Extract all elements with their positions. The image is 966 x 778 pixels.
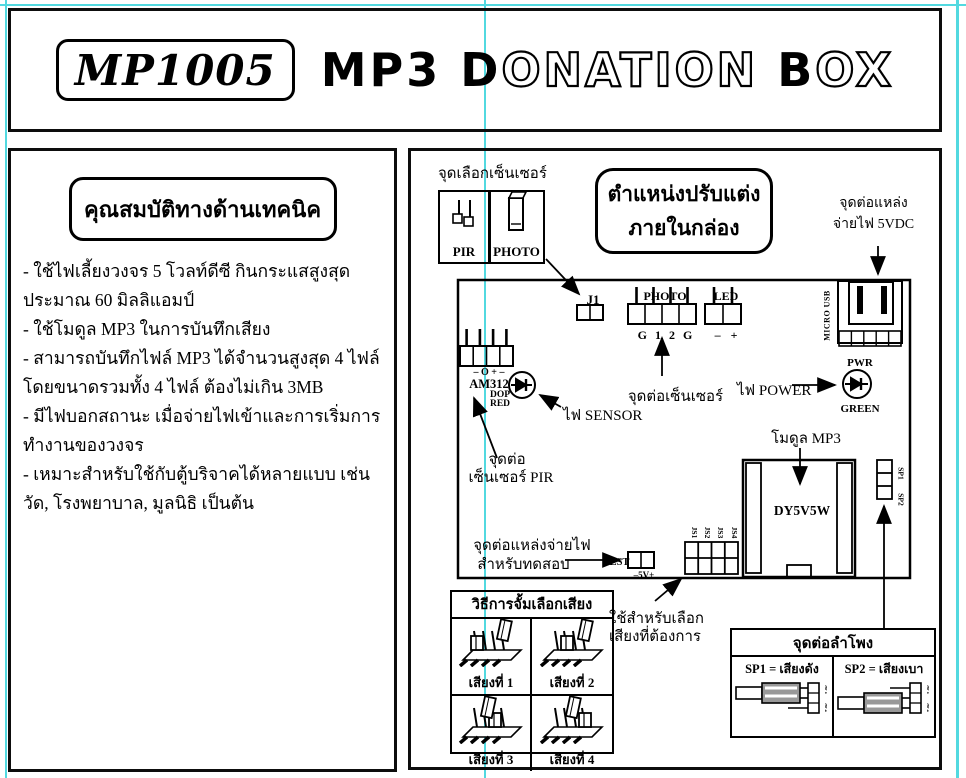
test-power-label-line2: สำหรับทดสอบ bbox=[477, 557, 570, 573]
micro-usb-label: MICRO USB bbox=[822, 290, 832, 341]
sp2-label: SP2 bbox=[896, 493, 906, 506]
green-label: GREEN bbox=[840, 403, 880, 415]
j1-label: J1 bbox=[586, 292, 600, 307]
power-led bbox=[842, 369, 872, 399]
photo-jumper-icon bbox=[507, 191, 528, 231]
js4-label: JS4 bbox=[730, 526, 739, 539]
jumper-art-2 bbox=[536, 618, 608, 672]
led-pin-labels: – + bbox=[714, 328, 738, 342]
js-select-label-line1: ใช้สำหรับเลือก bbox=[609, 611, 704, 627]
led-header-connector bbox=[704, 287, 742, 325]
guide-line-left bbox=[5, 0, 7, 778]
module-name: DY5V5W bbox=[773, 503, 831, 518]
sensor-conn-label: จุดต่อเซ็นเซอร์ bbox=[627, 389, 724, 405]
am312-label: AM312 bbox=[469, 377, 509, 391]
svg-text:SP1: SP1 bbox=[823, 685, 827, 694]
diagram-graphics bbox=[452, 191, 912, 628]
pir-conn-label-line2: เซ็นเซอร์ PIR bbox=[468, 470, 554, 486]
spec-item: - มีไฟบอกสถานะ เมื่อจ่ายไฟเข้าและการเริ่… bbox=[23, 406, 381, 455]
j1-connector bbox=[576, 304, 604, 321]
led-header-label: LED bbox=[713, 289, 739, 303]
test-power-label-line1: จุดต่อแหล่งจ่ายไฟ bbox=[473, 538, 591, 554]
am312-pin-labels: – O + – bbox=[473, 367, 505, 378]
mp3-module-label: โมดูล MP3 bbox=[771, 431, 841, 447]
jumper-art-1 bbox=[455, 618, 527, 672]
page-title: MP3 DONATION BOX bbox=[320, 42, 895, 98]
js-grid bbox=[684, 541, 739, 575]
guide-line-top bbox=[0, 4, 966, 6]
pir-option-label: PIR bbox=[452, 244, 476, 259]
sensor-led-label: ไฟ SENSOR bbox=[563, 408, 643, 424]
power-5vdc-label: จุดต่อแหล่ง จ่ายไฟ 5VDC bbox=[832, 196, 915, 232]
js2-label: JS2 bbox=[703, 526, 712, 539]
svg-text:SP2: SP2 bbox=[925, 703, 929, 712]
test-pin-labels: –5V+ bbox=[633, 570, 655, 580]
test-label: TEST bbox=[602, 557, 630, 568]
spec-item: - เหมาะสำหรับใช้กับตู้บริจาคได้หลายแบบ เ… bbox=[23, 464, 371, 513]
specs-list: - ใช้ไฟเลี้ยงวงจร 5 โวลท์ดีซี กินกระแสสู… bbox=[23, 257, 384, 518]
sp-connector bbox=[876, 459, 893, 500]
jumper-grid: เสียงที่ 1 เสียงที่ 2 เสียงที่ 3 เสียงที… bbox=[452, 618, 612, 771]
am312-connector bbox=[459, 329, 514, 367]
test-connector bbox=[627, 551, 655, 569]
specs-heading: คุณสมบัติทางด้านเทคนิค bbox=[68, 177, 337, 241]
header-box: MP1005 MP3 DONATION BOX bbox=[8, 8, 942, 132]
js1-label: JS1 bbox=[690, 526, 699, 539]
sp1-label: SP1 bbox=[896, 467, 906, 480]
sensor-led-ref-line2: RED bbox=[489, 399, 511, 409]
photo-header-label: PHOTO bbox=[643, 289, 687, 303]
svg-text:SP1: SP1 bbox=[925, 685, 929, 694]
jumper-method-heading: วิธีการจั้มเลือกเสียง bbox=[452, 592, 612, 619]
jumper-art-4 bbox=[536, 695, 608, 749]
js-select-label-line2: เสียงที่ต้องการ bbox=[609, 629, 701, 645]
spec-item: - ใช้โมดูล MP3 ในการบันทึกเสียง bbox=[23, 319, 271, 339]
jumper-cell-4: เสียงที่ 4 bbox=[532, 695, 612, 771]
speaker-heading: จุดต่อลำโพง bbox=[732, 630, 934, 657]
leader-arrows bbox=[472, 246, 892, 628]
micro-usb-connector bbox=[837, 280, 903, 347]
jumper-cell-1: เสียงที่ 1 bbox=[452, 618, 532, 696]
guide-line-middle bbox=[484, 0, 486, 778]
diagram-title: ตำแหน่งปรับแต่ง ภายในกล่อง bbox=[595, 168, 773, 254]
svg-text:SP2: SP2 bbox=[823, 703, 827, 712]
board-outline bbox=[456, 278, 912, 580]
pir-jumper-icon bbox=[452, 200, 474, 227]
photo-header-connector bbox=[627, 287, 697, 325]
model-badge: MP1005 bbox=[55, 39, 295, 101]
power-led-label: ไฟ POWER bbox=[737, 383, 812, 399]
sensor-select-box: PIR PHOTO bbox=[438, 190, 545, 264]
sensor-select-label: จุดเลือกเซ็นเซอร์ bbox=[438, 166, 547, 182]
jumper-cell-2: เสียงที่ 2 bbox=[532, 618, 612, 696]
spec-item: - สามารถบันทึกไฟล์ MP3 ได้จำนวนสูงสุด 4 … bbox=[23, 348, 380, 397]
spec-item: - ใช้ไฟเลี้ยงวงจร 5 โวลท์ดีซี กินกระแสสู… bbox=[23, 261, 351, 310]
jumper-art-3 bbox=[455, 695, 527, 749]
sensor-select-divider bbox=[488, 192, 491, 262]
mp3-module bbox=[741, 458, 857, 579]
jumper-cell-3: เสียงที่ 3 bbox=[452, 695, 532, 771]
model-number: MP1005 bbox=[74, 45, 276, 95]
jumper-method-box: วิธีการจั้มเลือกเสียง เสียงที่ 1 เสียงที… bbox=[450, 590, 614, 771]
specs-panel: คุณสมบัติทางด้านเทคนิค - ใช้ไฟเลี้ยงวงจร… bbox=[8, 148, 397, 772]
sensor-led-ref-line1: DOP bbox=[489, 390, 511, 400]
diagram-panel: จุดเลือกเซ็นเซอร์ PIR PHOTO ตำแหน่งปรับแ… bbox=[408, 148, 942, 771]
sensor-led bbox=[508, 371, 536, 399]
js3-label: JS3 bbox=[716, 526, 725, 539]
photo-option-label: PHOTO bbox=[493, 244, 540, 259]
pwr-label: PWR bbox=[847, 357, 873, 369]
pir-conn-label-line1: จุดต่อ bbox=[488, 452, 526, 468]
photo-pin-labels: G 1 2 G bbox=[637, 328, 693, 342]
guide-line-right bbox=[956, 0, 959, 778]
